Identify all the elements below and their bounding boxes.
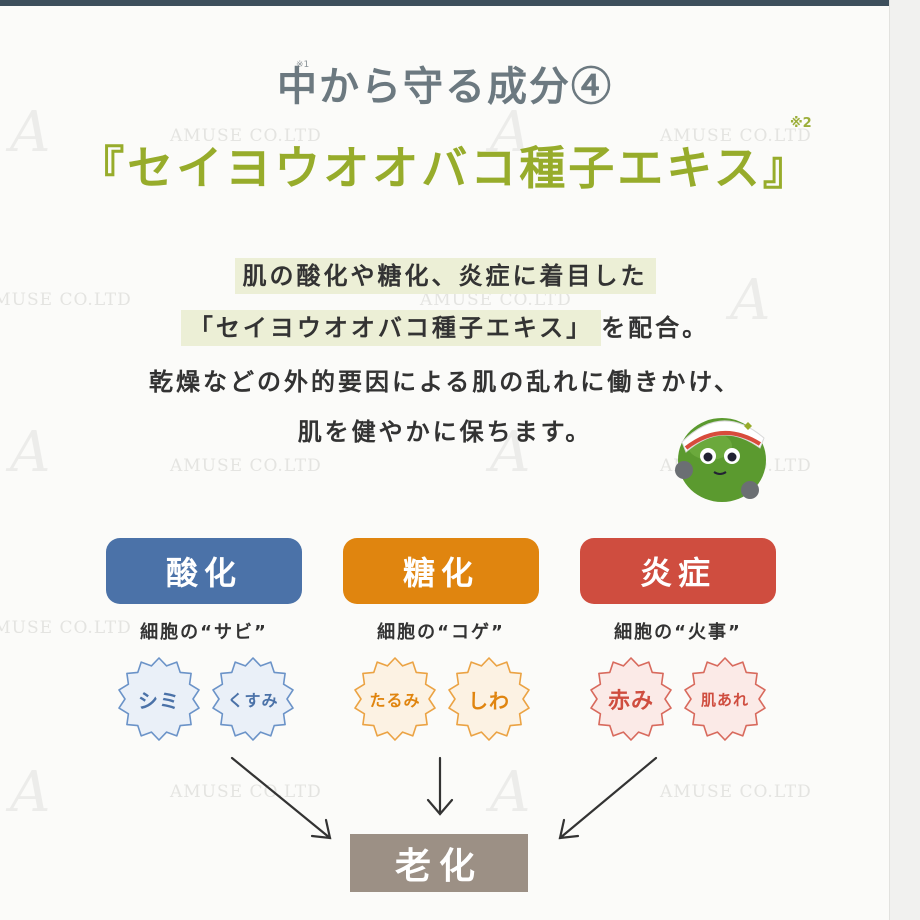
aging-result-box: 老化: [350, 834, 528, 892]
badge-label: 赤み: [607, 689, 654, 714]
starburst-badge-icon: [354, 657, 436, 741]
body-line-4: 肌を健やかに保ちます。: [297, 418, 593, 446]
section-subtitle: 中から守る成分④: [277, 63, 613, 110]
badge-rough-skin: 肌あれ: [682, 656, 768, 742]
arrow-right-line: [558, 756, 658, 840]
category-oxidation-desc: 細胞の“サビ”: [140, 622, 268, 643]
category-glycation-desc: 細胞の“コゲ”: [377, 622, 505, 643]
category-glycation: 糖化: [343, 538, 539, 604]
watermark-text: AMUSE CO.LTD: [0, 290, 132, 310]
badge-dullness: くすみ: [210, 656, 296, 742]
highlight: 肌の酸化や糖化、炎症に着目した: [234, 258, 656, 294]
starburst-badge-icon: [684, 657, 766, 741]
starburst-badge-icon: [212, 657, 294, 741]
body-line-1: 肌の酸化や糖化、炎症に着目した: [0, 256, 889, 294]
highlight: 「セイヨウオオバコ種子エキス」: [180, 310, 602, 346]
starburst-badge-icon: [118, 657, 200, 741]
green-ball-mascot-icon: [670, 398, 774, 508]
arrow-center-head: [426, 798, 454, 816]
badge-sagging: たるみ: [352, 656, 438, 742]
watermark-text: AMUSE CO.LTD: [170, 456, 322, 476]
body-line-2-rest: を配合。: [601, 314, 710, 342]
category-oxidation: 酸化: [106, 538, 302, 604]
badge-label: シミ: [138, 688, 180, 713]
starburst-badge-icon: [448, 657, 530, 741]
body-line-2: 「セイヨウオオバコ種子エキス」を配合。: [0, 308, 889, 346]
badge-wrinkles: しわ: [446, 656, 532, 742]
arrow-left-line: [230, 756, 332, 840]
badge-label: くすみ: [227, 691, 279, 710]
page: A A A A A A A AMUSE CO.LTD AMUSE CO.LTD …: [0, 0, 890, 920]
arrow-left-head: [310, 818, 332, 840]
badge-label: たるみ: [369, 691, 421, 710]
category-inflammation-desc: 細胞の“火事”: [614, 622, 742, 643]
starburst-badge-icon: [590, 657, 672, 741]
badge-redness: 赤み: [588, 656, 674, 742]
body-line-3: 乾燥などの外的要因による肌の乱れに働きかけ、: [148, 368, 742, 396]
category-inflammation: 炎症: [580, 538, 776, 604]
arrow-right-head: [558, 818, 580, 840]
subtitle-footnote-mark: ※1: [296, 60, 310, 70]
badge-label: しわ: [468, 688, 510, 713]
title-footnote-mark: ※2: [790, 116, 812, 131]
badge-spots: シミ: [116, 656, 202, 742]
top-bar: [0, 0, 889, 6]
badge-label: 肌あれ: [700, 690, 749, 709]
ingredient-title: 『セイヨウオオバコ種子エキス』: [78, 141, 812, 195]
arrows-to-aging: [230, 756, 658, 840]
